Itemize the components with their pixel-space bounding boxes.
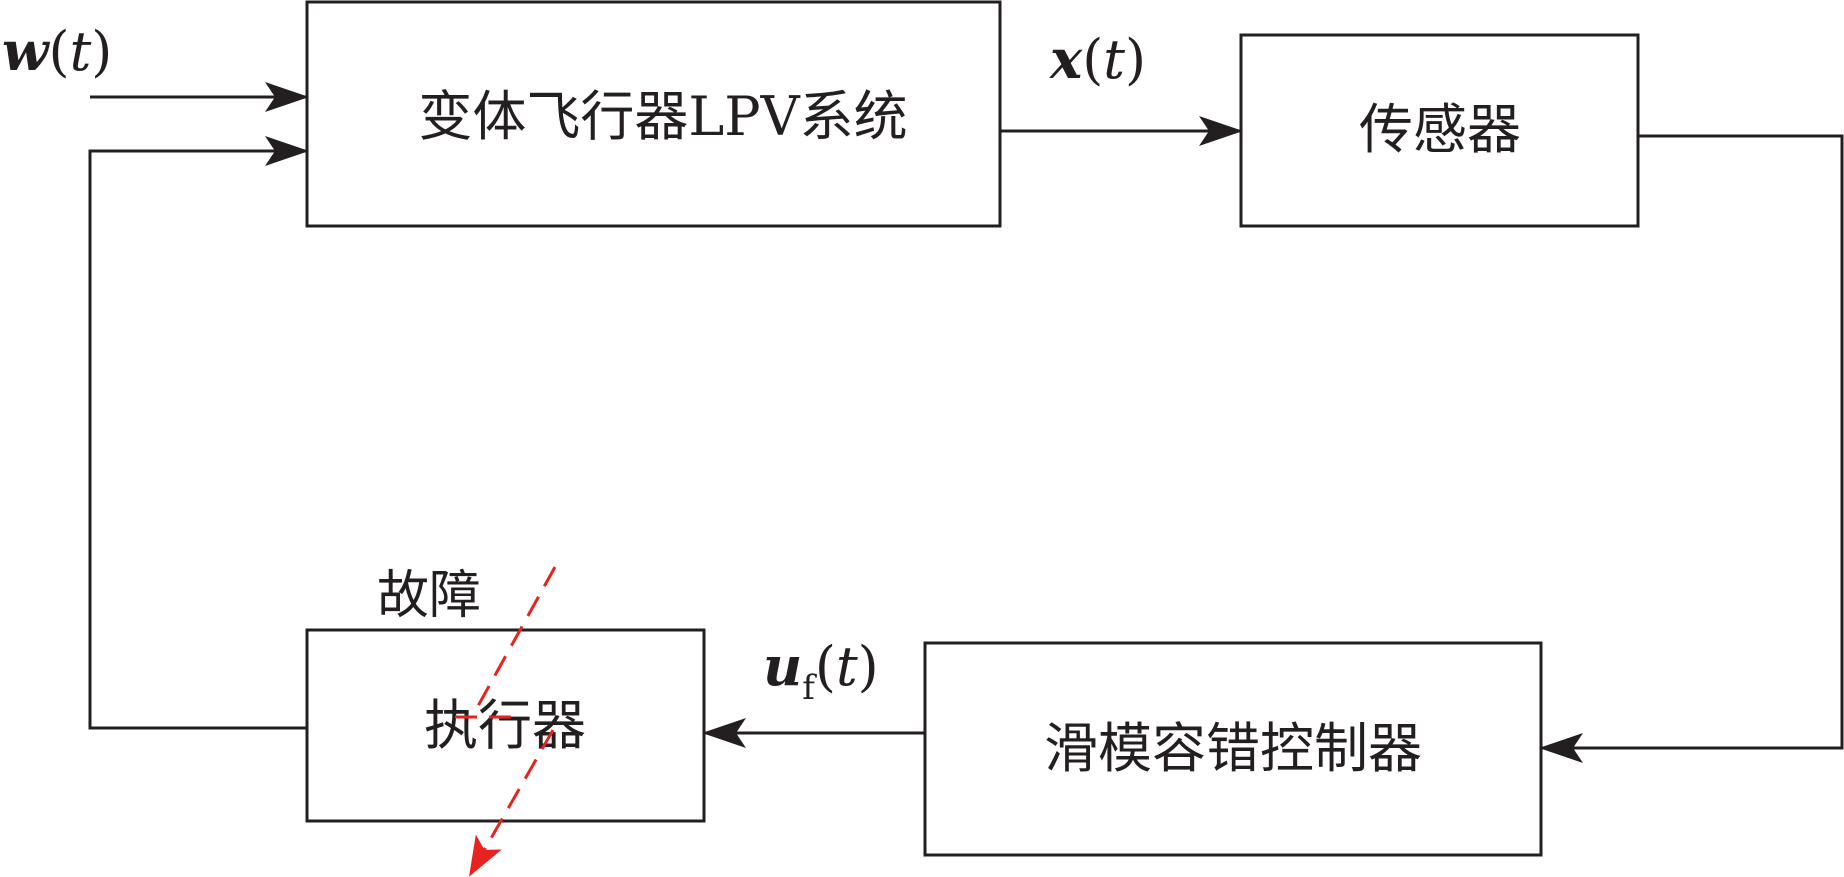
disturbance-label: w(t) [2, 19, 112, 83]
fault-label: 故障 [377, 566, 481, 626]
sensor-block: 传感器 [1239, 33, 1640, 228]
fault-arrow [468, 729, 555, 877]
controller-block-label: 滑模容错控制器 [1044, 717, 1422, 780]
fault-slash-line [471, 566, 557, 716]
fault-indicator [455, 566, 557, 877]
plant-block: 变体飞行器LPV系统 [305, 0, 1002, 228]
sensor-block-label: 传感器 [1359, 98, 1521, 161]
controller-block: 滑模容错控制器 [923, 641, 1543, 857]
actuator-feedback-line [88, 136, 309, 730]
sensor-to-controller-line [1539, 134, 1844, 763]
control-label: uf(t) [763, 634, 879, 708]
plant-block-label: 变体飞行器LPV系统 [418, 85, 907, 148]
actuator-block-label: 执行器 [424, 694, 586, 757]
state-label: x(t) [1049, 27, 1146, 91]
